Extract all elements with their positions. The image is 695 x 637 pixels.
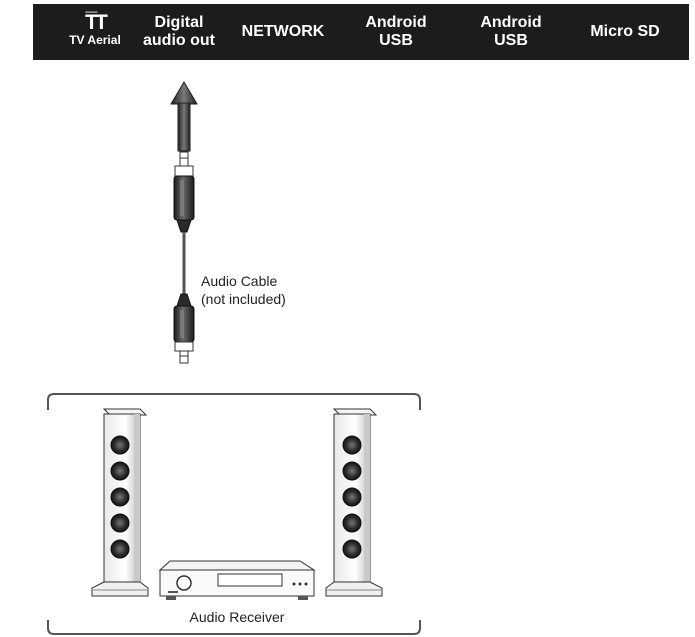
port-label-line2: USB [494, 32, 528, 49]
port-label-line1: Android [365, 13, 427, 31]
port-label-line1: Android [480, 13, 542, 31]
rca-plug-top [173, 151, 195, 233]
port-android-usb-1: Android USB [351, 4, 441, 60]
cable-label-line2: (not included) [201, 291, 286, 307]
port-label: Micro SD [590, 22, 660, 40]
rca-plug-bottom [173, 293, 195, 364]
port-digital-audio-out: Digital audio out [137, 4, 221, 60]
receiver-frame [47, 393, 421, 635]
port-label-line1: Digital [154, 13, 204, 31]
cable-label-line1: Audio Cable [201, 273, 277, 289]
left-speaker-icon [91, 408, 149, 597]
port-android-usb-2: Android USB [466, 4, 556, 60]
receiver-label: Audio Receiver [190, 609, 285, 625]
antenna-icon: T̅T [85, 10, 108, 34]
port-tv-aerial: T̅T TV Aerial [55, 4, 135, 60]
port-label-line2: USB [379, 32, 413, 49]
port-label: TV Aerial [69, 32, 121, 47]
port-micro-sd: Micro SD [569, 4, 681, 60]
up-arrow-icon [170, 81, 198, 152]
audio-receiver-icon [158, 560, 316, 600]
port-label: NETWORK [241, 22, 325, 40]
right-speaker-icon [325, 408, 383, 597]
port-bar: T̅T TV Aerial Digital audio out NETWORK … [33, 4, 689, 60]
port-label-line2: audio out [143, 32, 215, 49]
port-network: NETWORK [227, 4, 339, 60]
